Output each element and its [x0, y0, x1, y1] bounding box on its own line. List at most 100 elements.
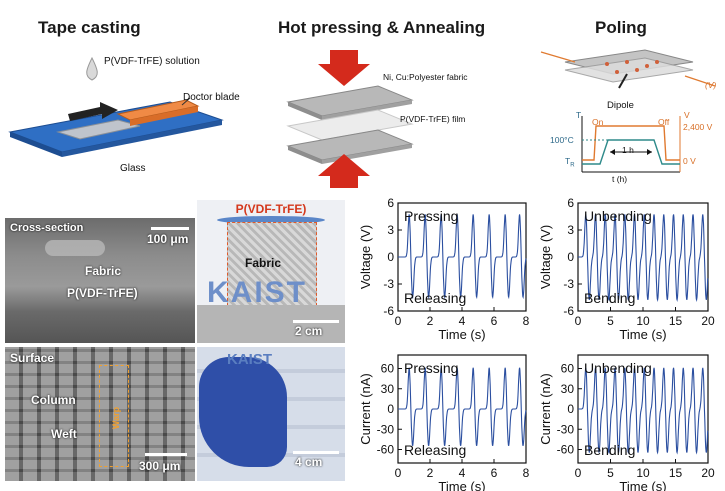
- solution-label: P(VDF-TrFE) solution: [104, 56, 200, 67]
- cross-section-image: Cross-section 100 μm Fabric P(VDF-TrFE): [5, 218, 195, 343]
- y-tick-label: 3: [387, 223, 394, 237]
- annotation-top: Unbending: [584, 208, 652, 224]
- x-tick-label: 2: [427, 466, 434, 480]
- x-tick-label: 0: [395, 314, 402, 328]
- surface-image: Surface Column Weft Warp 300 μm: [5, 347, 195, 481]
- y-tick-label: -6: [383, 304, 394, 318]
- voltage-source-label: (V): [705, 80, 717, 90]
- annotation-bottom: Releasing: [404, 442, 466, 458]
- annotation-top: Pressing: [404, 208, 458, 224]
- bending-kaist-text: KAIST: [227, 351, 272, 368]
- poling-on-label: On: [592, 117, 604, 127]
- poling-off-label: Off: [658, 117, 670, 127]
- x-tick-label: 20: [701, 466, 715, 480]
- y-tick-label: 0: [567, 250, 574, 264]
- doctor-blade-label: Doctor blade: [183, 92, 240, 103]
- y-axis-label: Current (nA): [538, 373, 553, 445]
- y-tick-label: 30: [561, 382, 575, 396]
- solution-drop-icon: [86, 56, 98, 81]
- y-tick-label: 60: [381, 362, 395, 376]
- tape-casting-title: Tape casting: [38, 18, 141, 37]
- surface-weft-label: Weft: [51, 427, 77, 441]
- x-tick-label: 8: [523, 466, 530, 480]
- annotation-top: Pressing: [404, 360, 458, 376]
- annotation-bottom: Bending: [584, 442, 635, 458]
- x-tick-label: 10: [636, 314, 650, 328]
- annotation-bottom: Bending: [584, 290, 635, 306]
- x-tick-label: 10: [636, 466, 650, 480]
- y-tick-label: -3: [383, 277, 394, 291]
- poling-title: Poling: [595, 18, 647, 37]
- tape-casting-illustration: [8, 56, 224, 157]
- annotation-bottom: Releasing: [404, 290, 466, 306]
- y-tick-label: 30: [381, 382, 395, 396]
- surface-label: Surface: [10, 351, 55, 365]
- x-axis-label: Time (s): [619, 479, 666, 491]
- x-tick-label: 15: [669, 466, 683, 480]
- x-tick-label: 0: [575, 314, 582, 328]
- device-scale: 2 cm: [295, 324, 323, 338]
- x-tick-label: 5: [607, 466, 614, 480]
- x-tick-label: 2: [427, 314, 434, 328]
- bending-scale: 4 cm: [295, 455, 323, 469]
- y-tick-label: -30: [377, 422, 395, 436]
- kaist-logo-text: KAIST: [207, 276, 307, 309]
- x-tick-label: 0: [395, 466, 402, 480]
- y-tick-label: -6: [563, 304, 574, 318]
- y-tick-label: -30: [557, 422, 575, 436]
- signal-series: [398, 214, 527, 300]
- cross-section-fabric-label: Fabric: [85, 264, 122, 278]
- surface-warp-label: Warp: [111, 406, 122, 430]
- y-tick-label: 0: [567, 402, 574, 416]
- x-tick-label: 0: [575, 466, 582, 480]
- y-tick-label: -60: [557, 443, 575, 457]
- cross-section-label: Cross-section: [10, 222, 84, 234]
- y-axis-label: Voltage (V): [358, 225, 373, 289]
- dipole-label: Dipole: [607, 100, 634, 111]
- y-tick-label: 0: [387, 250, 394, 264]
- x-tick-label: 6: [491, 314, 498, 328]
- poling-y-left-label: T: [576, 110, 582, 120]
- poling-voltage-low-label: 0 V: [683, 156, 696, 166]
- poling-y-right-label: V: [684, 110, 690, 120]
- press-down-arrow: [318, 50, 370, 86]
- poling-temp-low-label: TR: [565, 156, 575, 169]
- y-tick-label: 6: [567, 196, 574, 210]
- y-tick-label: 6: [387, 196, 394, 210]
- casting-direction-arrow: [68, 102, 118, 121]
- x-axis-label: Time (s): [438, 327, 485, 342]
- gloved-hand: [199, 357, 287, 467]
- signal-series: [398, 367, 527, 446]
- poling-voltage-high-label: 2,400 V: [683, 122, 713, 132]
- x-axis-label: Time (s): [438, 479, 485, 491]
- signal-series: [578, 214, 709, 302]
- surface-scale: 300 μm: [139, 459, 181, 473]
- poling-duration-label: 1 h: [622, 145, 634, 155]
- film-label: P(VDF-TrFE) film: [400, 114, 466, 124]
- cross-section-film-label: P(VDF-TrFE): [67, 286, 138, 300]
- poling-schedule-chart: [581, 116, 681, 173]
- x-tick-label: 15: [669, 314, 683, 328]
- hot-pressing-title: Hot pressing & Annealing: [278, 18, 486, 37]
- signal-series: [578, 367, 709, 455]
- surface-column-label: Column: [31, 393, 76, 407]
- poling-temp-high-label: 100°C: [550, 135, 574, 145]
- x-tick-label: 20: [701, 314, 715, 328]
- y-tick-label: 60: [561, 362, 575, 376]
- poling-illustration: [540, 49, 716, 89]
- glass-label: Glass: [120, 163, 146, 174]
- y-axis-label: Voltage (V): [538, 225, 553, 289]
- annotation-top: Unbending: [584, 360, 652, 376]
- y-tick-label: -3: [563, 277, 574, 291]
- x-tick-label: 4: [459, 466, 466, 480]
- poling-xlabel: t (h): [612, 174, 628, 184]
- device-photo: P(VDF-TrFE) Fabric KAIST 2 cm: [197, 200, 345, 343]
- y-tick-label: 0: [387, 402, 394, 416]
- device-fabric-label: Fabric: [245, 256, 282, 270]
- x-tick-label: 5: [607, 314, 614, 328]
